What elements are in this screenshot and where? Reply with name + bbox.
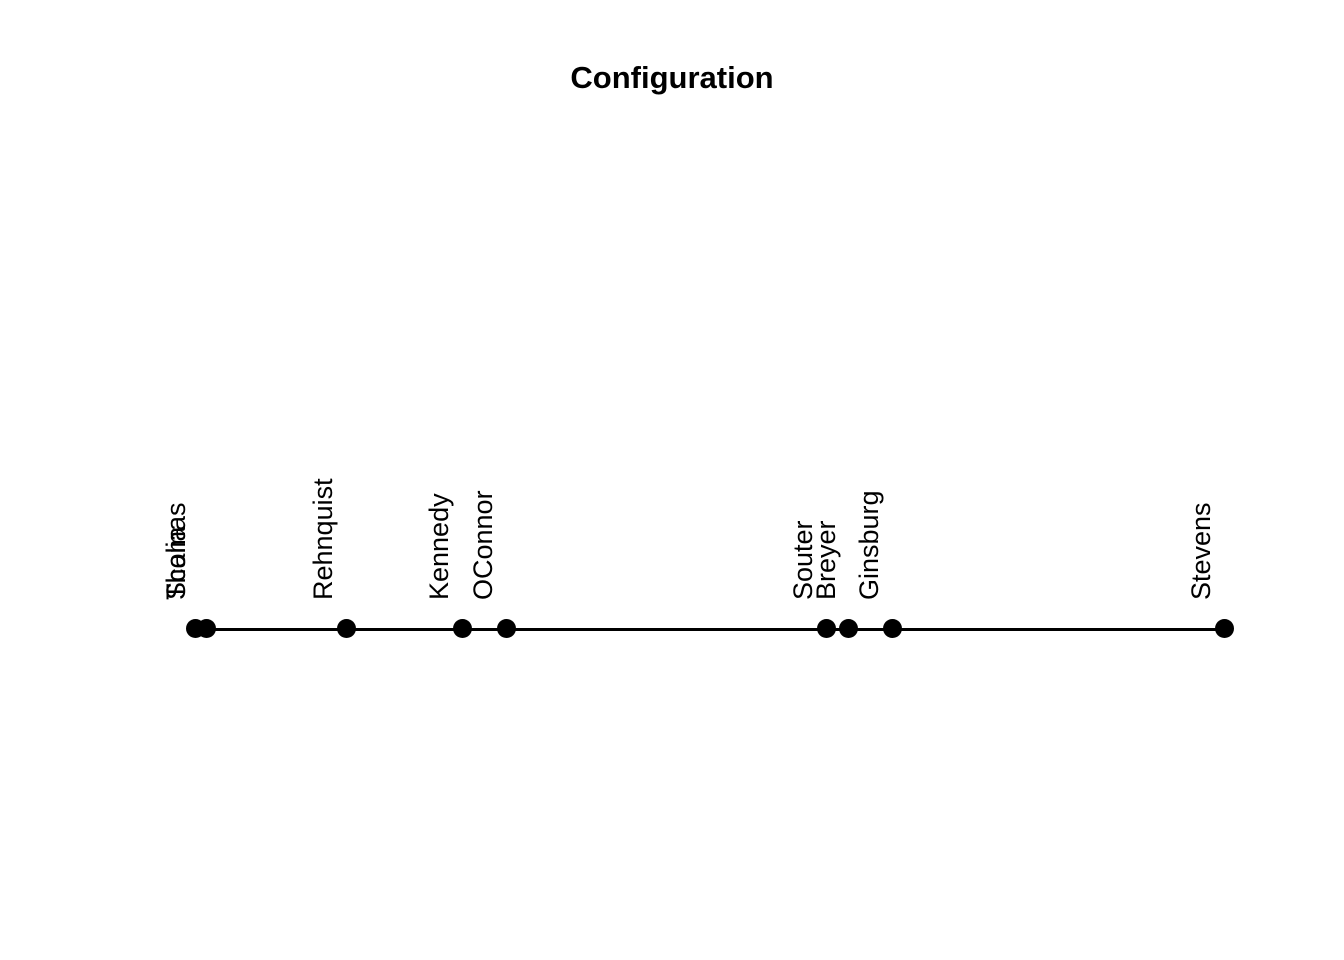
data-point xyxy=(196,618,216,638)
point-label: Ginsburg xyxy=(854,490,884,600)
point-label: OConnor xyxy=(468,490,498,600)
point-label: Thomas xyxy=(161,502,191,600)
data-point xyxy=(882,618,902,638)
page-title: Configuration xyxy=(570,60,774,95)
point-label: Kennedy xyxy=(424,493,454,600)
data-point xyxy=(452,618,472,638)
data-point xyxy=(838,618,858,638)
data-point xyxy=(336,618,356,638)
point-label: Rehnquist xyxy=(308,478,338,600)
data-point xyxy=(496,618,516,638)
point-label: Stevens xyxy=(1186,502,1216,600)
data-point xyxy=(816,618,836,638)
data-point xyxy=(1214,618,1234,638)
configuration-axis-line xyxy=(195,628,1224,631)
point-label: Breyer xyxy=(811,520,841,600)
